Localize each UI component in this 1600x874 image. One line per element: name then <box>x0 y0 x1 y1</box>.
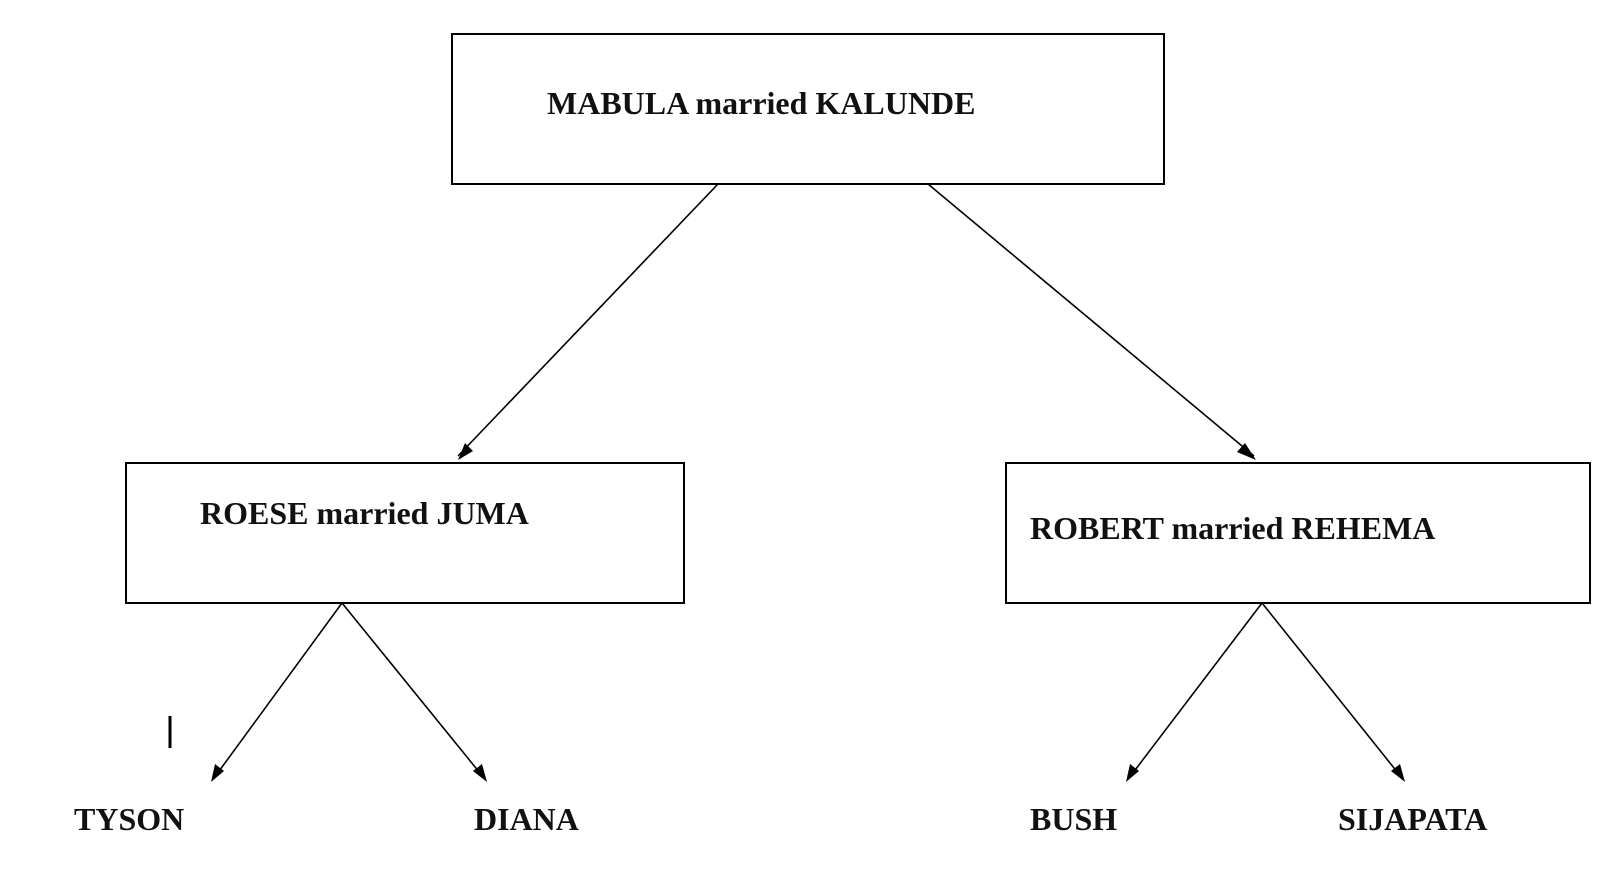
edges <box>211 183 1405 782</box>
edge-right-couple-to-bush <box>1128 602 1263 779</box>
edge-root-to-right-couple <box>927 183 1255 457</box>
leaf-bush-label: BUSH <box>1030 801 1117 837</box>
arrowhead-diana <box>473 764 487 782</box>
arrowhead-left-couple <box>458 443 473 460</box>
leaf-tyson-label: TYSON <box>74 801 184 837</box>
arrowhead-sijapata <box>1391 764 1405 782</box>
arrowhead-tyson <box>211 764 224 782</box>
node-right-couple-label: ROBERT married REHEMA <box>1030 510 1435 546</box>
edge-left-couple-to-tyson <box>213 602 343 779</box>
edge-right-couple-to-sijapata <box>1261 602 1403 779</box>
edge-root-to-left-couple <box>457 183 719 457</box>
node-right-couple-box <box>1005 462 1591 604</box>
arrowhead-right-couple <box>1237 443 1256 460</box>
leaf-diana-label: DIANA <box>474 801 579 837</box>
edge-left-couple-to-diana <box>341 602 485 779</box>
node-left-couple: ROESE married JUMA <box>125 462 685 604</box>
node-root-label: MABULA married KALUNDE <box>547 85 975 121</box>
node-root: MABULA married KALUNDE <box>451 33 1165 185</box>
arrowhead-bush <box>1126 764 1139 782</box>
leaf-sijapata-label: SIJAPATA <box>1338 801 1487 837</box>
node-left-couple-box <box>125 462 685 604</box>
node-root-box <box>451 33 1165 185</box>
node-left-couple-label: ROESE married JUMA <box>200 495 529 531</box>
node-right-couple: ROBERT married REHEMA <box>1005 462 1591 604</box>
